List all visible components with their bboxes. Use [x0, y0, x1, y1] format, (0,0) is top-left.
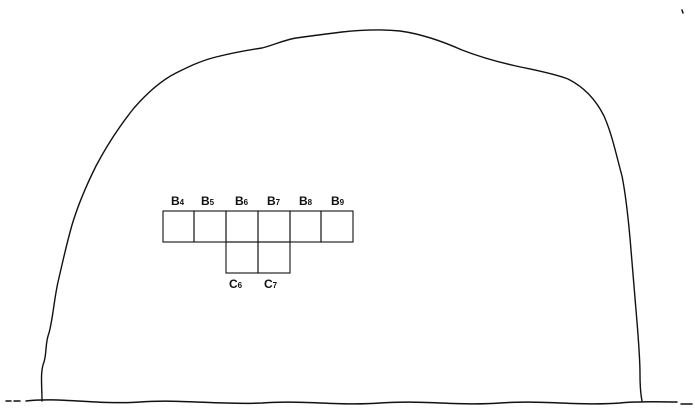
label-b4-number: 4 — [180, 198, 185, 207]
corner-mark — [681, 9, 684, 14]
label-b7-number: 7 — [276, 198, 281, 207]
grid-cell-b6 — [225, 210, 259, 243]
ground-line — [25, 399, 678, 405]
label-b8-letter: B — [299, 194, 308, 208]
grid-cell-b7 — [257, 210, 291, 243]
label-b5-number: 5 — [210, 198, 215, 207]
label-b9-number: 9 — [340, 198, 345, 207]
label-b9: B9 — [331, 194, 345, 208]
label-b4: B4 — [171, 194, 185, 208]
label-c6-number: 6 — [238, 281, 243, 290]
grid-cell-b8 — [289, 210, 322, 243]
label-b4-letter: B — [171, 194, 180, 208]
label-c7-letter: C — [264, 277, 273, 291]
grid-cell-b9 — [320, 210, 354, 243]
label-c6-letter: C — [229, 277, 238, 291]
label-c7-number: 7 — [273, 281, 278, 290]
grid-cell-c6 — [225, 241, 259, 274]
label-b6-number: 6 — [244, 198, 249, 207]
label-b6-letter: B — [235, 194, 244, 208]
boulder-outline — [40, 29, 643, 402]
label-c6: C6 — [229, 277, 243, 291]
grid-cell-b5 — [193, 210, 227, 243]
grid-cell-b4 — [162, 210, 195, 243]
label-b5: B5 — [201, 194, 215, 208]
label-b7-letter: B — [267, 194, 276, 208]
label-b8-number: 8 — [308, 198, 313, 207]
label-b6: B6 — [235, 194, 249, 208]
label-b9-letter: B — [331, 194, 340, 208]
label-c7: C7 — [264, 277, 278, 291]
label-b5-letter: B — [201, 194, 210, 208]
label-b8: B8 — [299, 194, 313, 208]
grid-cell-c7 — [257, 241, 291, 274]
label-b7: B7 — [267, 194, 281, 208]
